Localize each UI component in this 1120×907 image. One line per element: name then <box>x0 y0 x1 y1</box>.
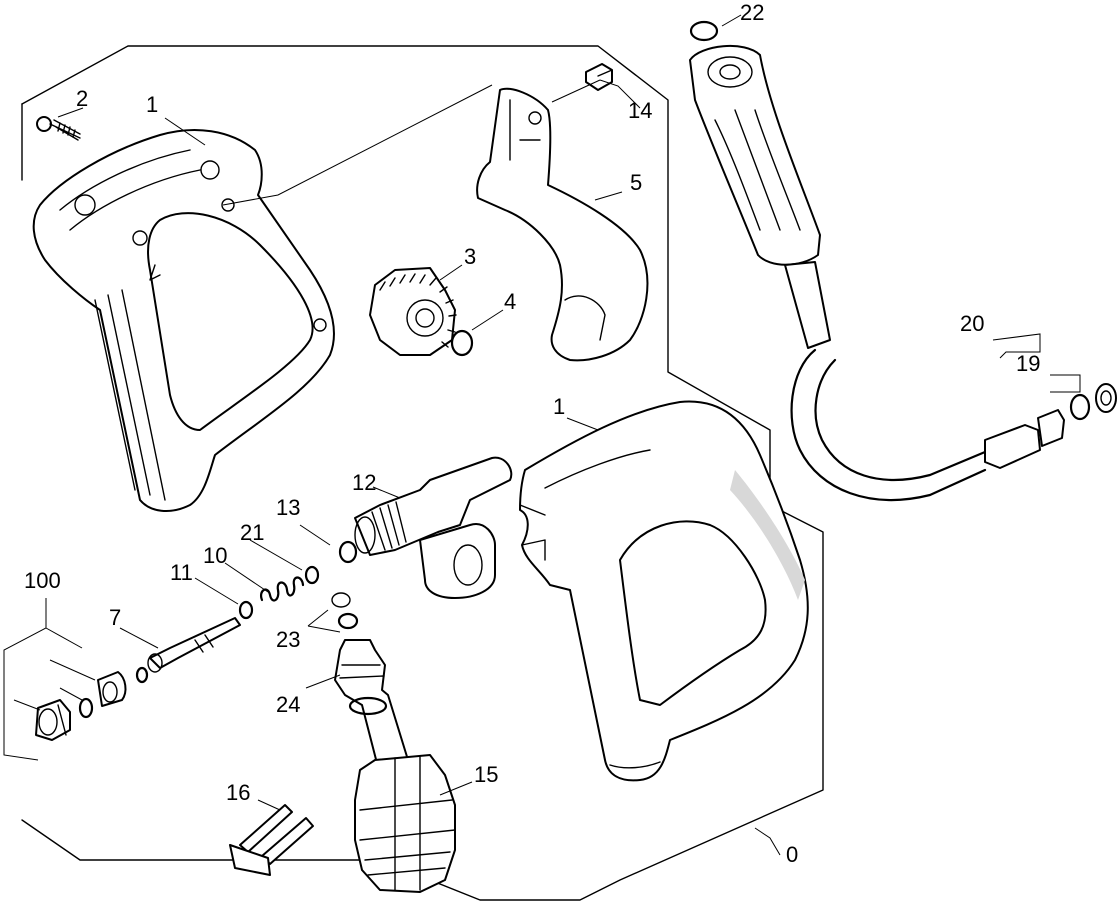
barrel-connector <box>354 456 513 599</box>
valve-stem <box>147 617 241 673</box>
leader-lines <box>3 14 1081 856</box>
o-ring-19 <box>1069 393 1091 421</box>
label-part-10: 10 <box>203 543 227 568</box>
label-part-19: 19 <box>1016 351 1040 376</box>
part-labels: 2 1 3 4 5 14 22 1 12 13 21 10 11 100 7 2… <box>24 0 1040 867</box>
label-part-14: 14 <box>628 98 652 123</box>
pin <box>585 63 613 91</box>
washer-20 <box>1095 383 1117 413</box>
trigger-lever <box>476 87 649 362</box>
washer-11 <box>238 600 254 620</box>
o-ring-23b <box>337 612 359 630</box>
connector-tube <box>334 639 409 776</box>
label-part-20: 20 <box>960 311 984 336</box>
nozzle-adapter <box>354 754 456 893</box>
o-ring-23a <box>331 592 351 608</box>
o-ring-22 <box>689 20 719 42</box>
pins-set <box>229 804 314 876</box>
label-part-15: 15 <box>474 762 498 787</box>
screw <box>36 116 81 141</box>
label-part-11: 11 <box>170 560 193 585</box>
hose-assembly <box>689 44 1065 502</box>
spring <box>260 576 305 602</box>
label-part-13: 13 <box>276 495 300 520</box>
o-ring-4 <box>450 329 474 357</box>
label-part-21: 21 <box>240 520 264 545</box>
label-part-16: 16 <box>226 780 250 805</box>
clip-21 <box>304 565 320 585</box>
label-part-100: 100 <box>24 568 61 593</box>
gear-knob <box>369 267 457 356</box>
left-handle-half <box>32 129 335 512</box>
label-part-0: 0 <box>786 842 798 867</box>
label-part-2: 2 <box>76 86 88 111</box>
label-part-7: 7 <box>109 605 121 630</box>
label-part-1-left: 1 <box>146 92 158 117</box>
valve-seat-kit <box>35 666 149 741</box>
label-part-23: 23 <box>276 627 300 652</box>
ring-13 <box>338 540 358 564</box>
label-part-5: 5 <box>630 170 642 195</box>
right-handle-half <box>519 400 809 782</box>
label-part-24: 24 <box>276 692 300 717</box>
label-part-22: 22 <box>740 0 764 25</box>
label-part-3: 3 <box>464 244 476 269</box>
label-part-4: 4 <box>504 289 516 314</box>
label-part-1-right: 1 <box>553 394 565 419</box>
label-part-12: 12 <box>352 470 376 495</box>
